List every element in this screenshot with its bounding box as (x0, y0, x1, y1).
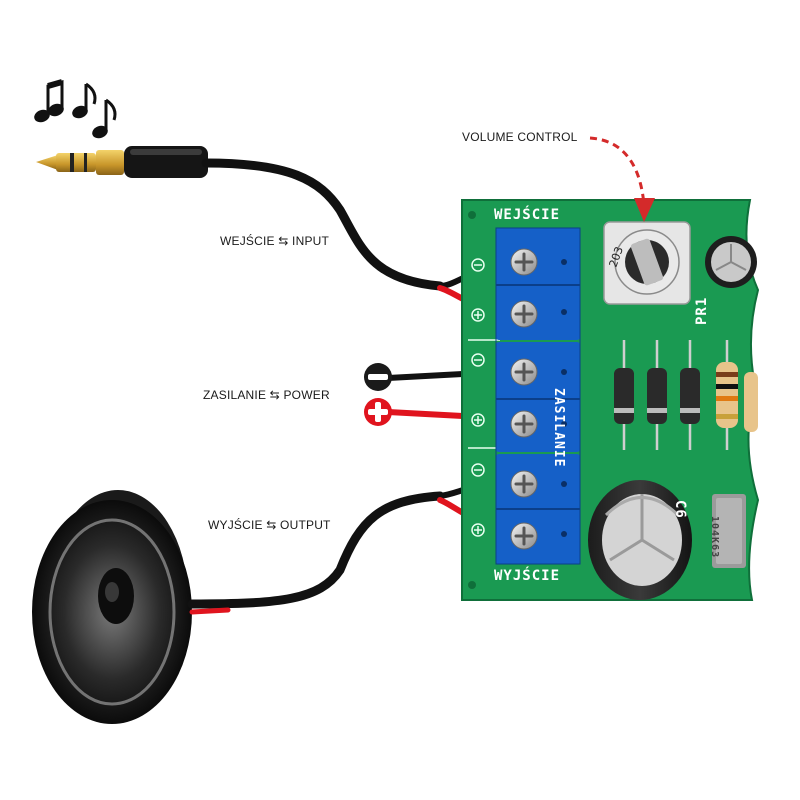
resistor (716, 362, 758, 432)
minus-icon (364, 363, 392, 391)
pcb-cap-label: C6 (672, 500, 688, 519)
plus-icon (364, 398, 392, 426)
film-cap-marking: 104K63 (709, 516, 720, 559)
terminal-blocks (495, 227, 581, 565)
audio-jack-plug (36, 146, 208, 178)
power-label: ZASILANIE ⇆ POWER (203, 388, 330, 402)
film-capacitor (712, 494, 746, 568)
music-notes-icon (34, 79, 117, 139)
pcb-pot-label: PR1 (694, 296, 710, 325)
potentiometer-pr1: 203 (603, 221, 691, 305)
silkscreen-polarity (468, 258, 500, 537)
terminal-screws (510, 248, 538, 550)
speaker-icon (32, 490, 192, 724)
small-capacitor (705, 236, 757, 288)
pcb-power-label: ZASILANIE (551, 388, 566, 468)
output-label: WYJŚCIE ⇆ OUTPUT (208, 518, 331, 532)
output-cable (187, 481, 503, 615)
diodes (614, 340, 729, 450)
large-capacitor (588, 480, 692, 600)
input-label: WEJŚCIE ⇆ INPUT (220, 234, 330, 248)
volume-control-label: VOLUME CONTROL (462, 130, 578, 144)
volume-arrow (589, 136, 655, 222)
pcb-output-label: WYJŚCIE (494, 568, 561, 584)
pcb-input-label: WEJŚCIE (494, 207, 561, 223)
